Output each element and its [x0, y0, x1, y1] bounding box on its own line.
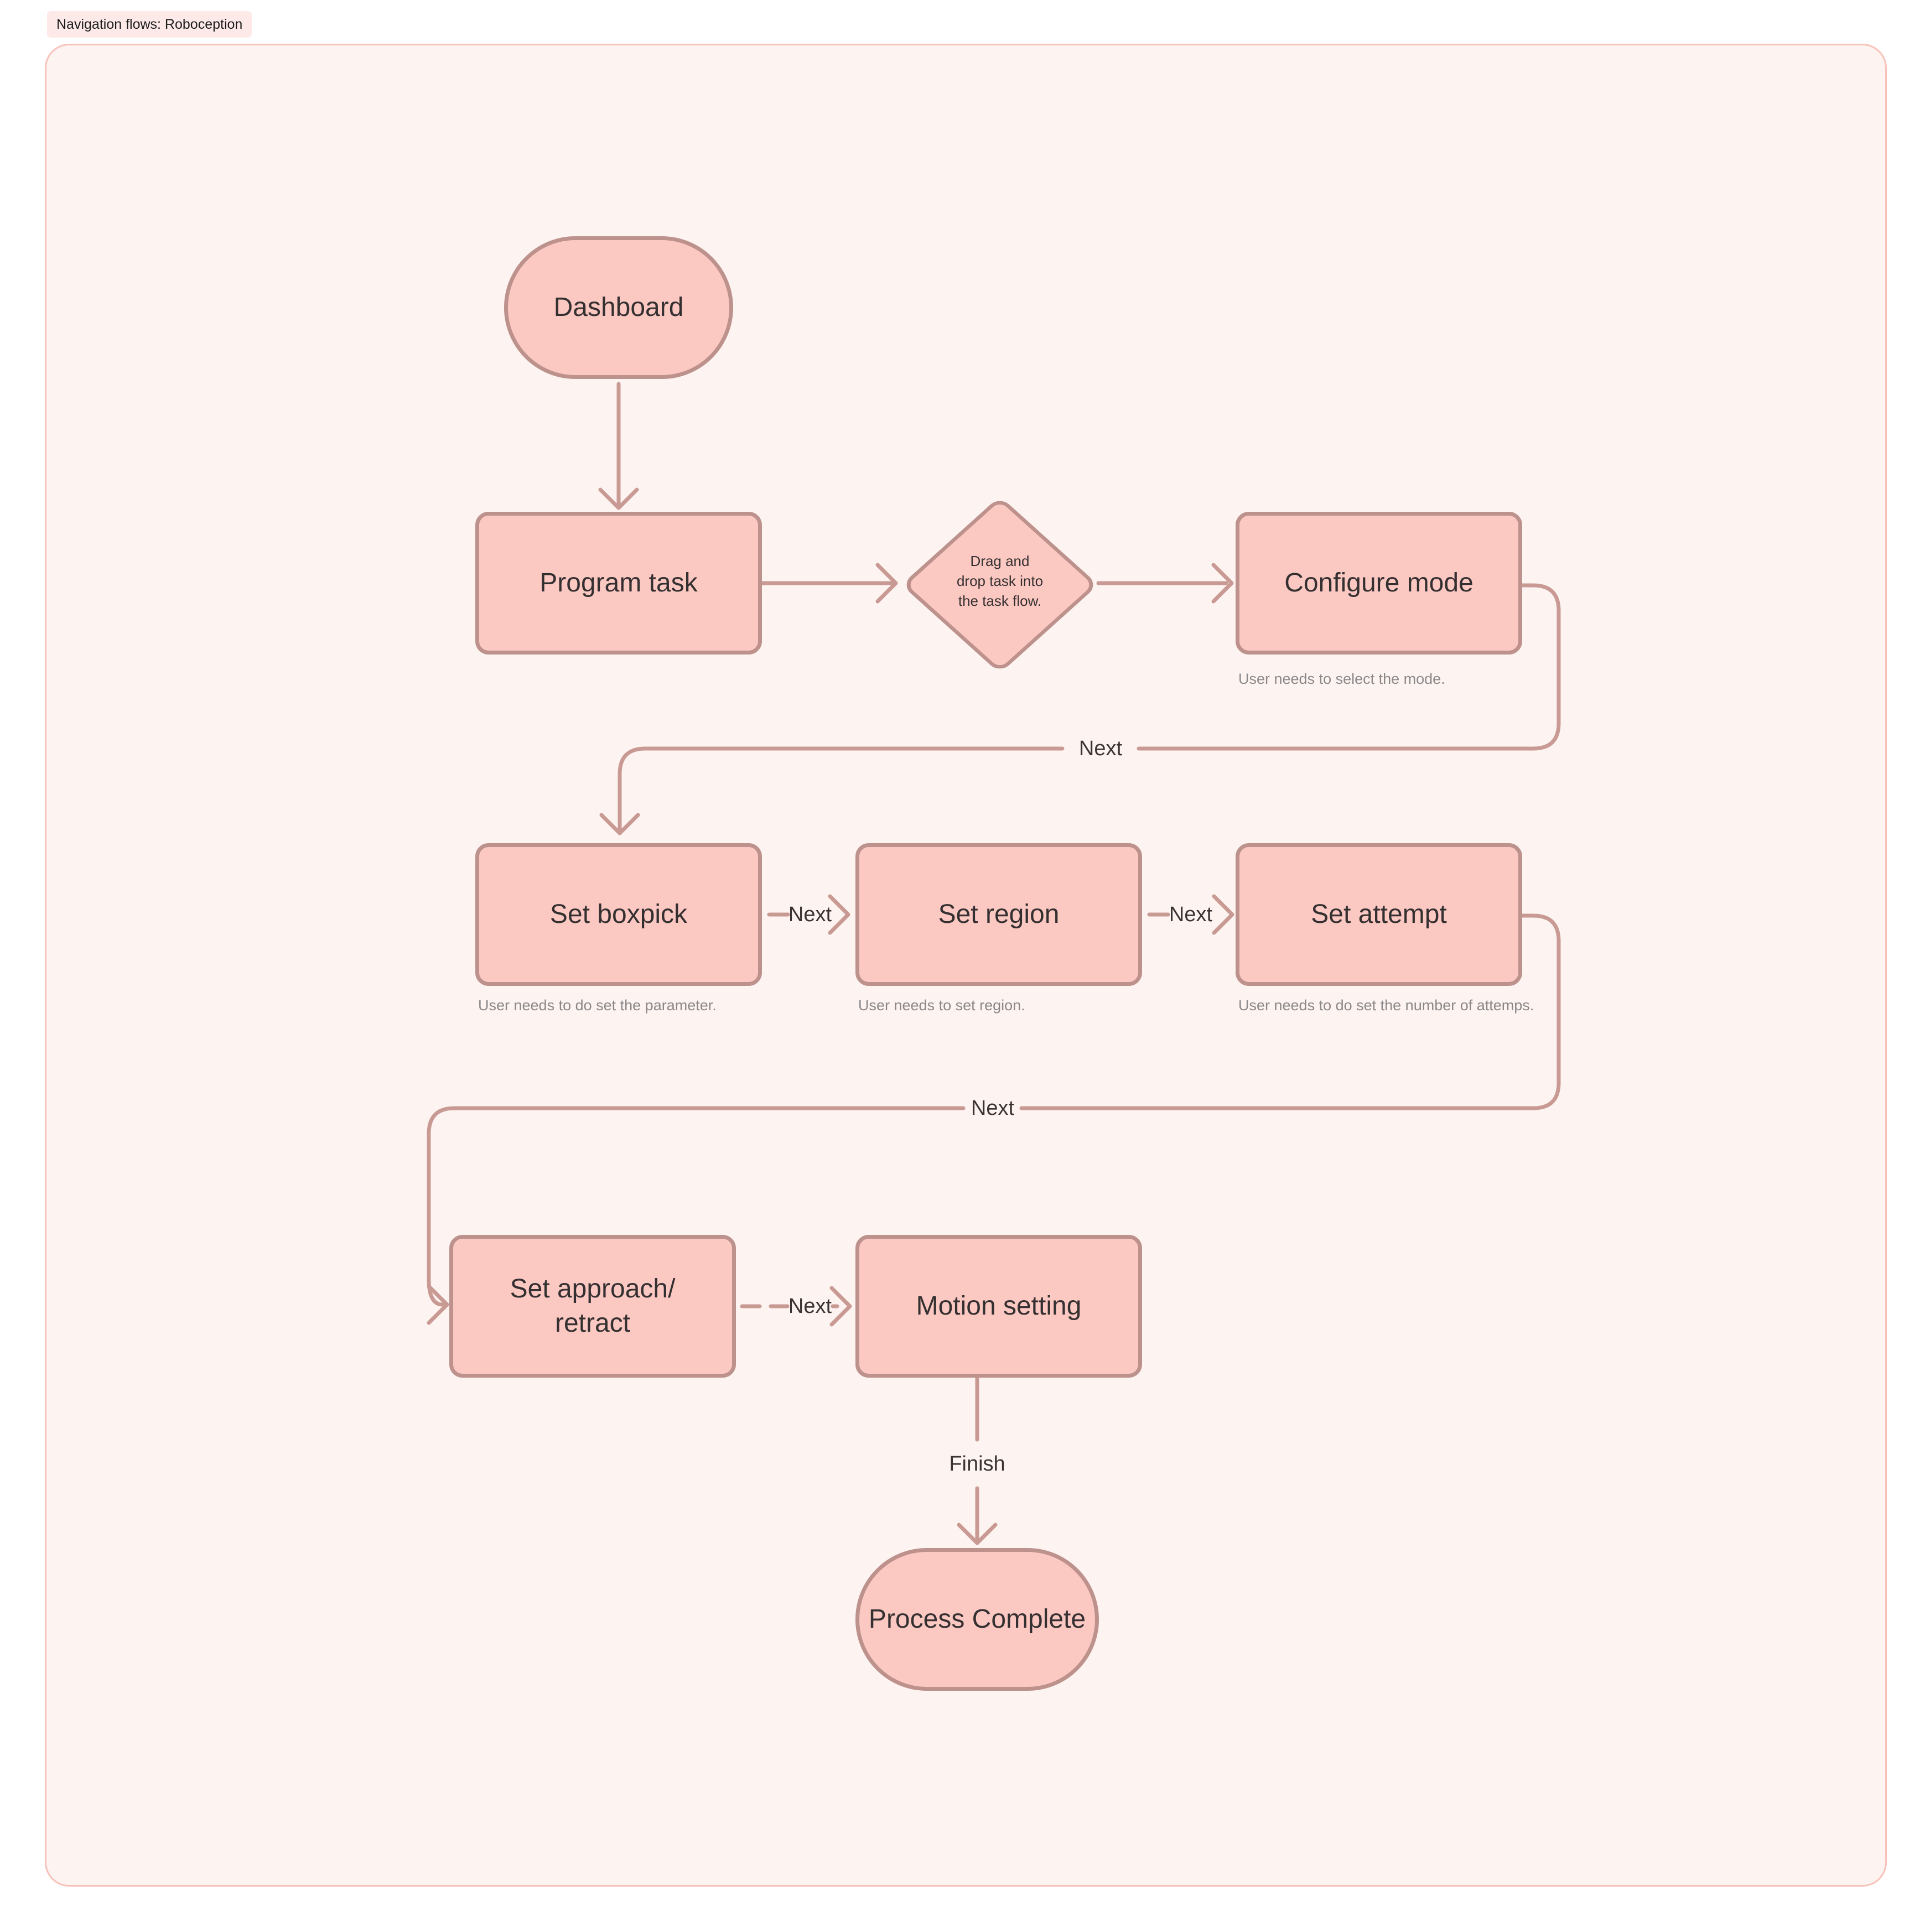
decision-line-3: the task flow. — [958, 592, 1042, 609]
edge-set-region-to-set-attempt[interactable] — [1147, 894, 1234, 935]
node-program-task-label: Program task — [539, 568, 698, 598]
node-motion-setting[interactable]: Motion setting — [855, 1235, 1142, 1378]
diagram-title-chip[interactable]: Navigation flows: Roboception — [47, 11, 252, 38]
edge-dashboard-to-program-task[interactable] — [598, 382, 639, 510]
decision-line-1: Drag and — [970, 553, 1030, 569]
edge-set-boxpick-to-set-region[interactable] — [767, 894, 850, 935]
edge-decision-to-configure-mode[interactable] — [1096, 563, 1234, 604]
node-dashboard-label: Dashboard — [553, 292, 684, 322]
decision-line-2: drop task into — [956, 572, 1044, 589]
edge-configure-mode-to-set-boxpick[interactable] — [599, 583, 1561, 835]
node-set-attempt[interactable]: Set attempt — [1236, 843, 1522, 986]
node-process-complete-label: Process Complete — [868, 1604, 1086, 1634]
edge-motion-setting-to-process-complete[interactable] — [957, 1375, 998, 1545]
node-set-region[interactable]: Set region — [855, 843, 1142, 986]
node-program-task[interactable]: Program task — [475, 512, 762, 655]
node-set-approach-retract[interactable]: Set approach/ retract — [449, 1235, 736, 1378]
node-set-attempt-label: Set attempt — [1311, 899, 1447, 929]
set-approach-line-2: retract — [554, 1308, 631, 1338]
edge-label-next-attempt-to-approach[interactable]: Next — [971, 1097, 1015, 1120]
node-set-approach-retract-label: Set approach/ retract — [510, 1272, 676, 1341]
set-approach-line-1: Set approach/ — [510, 1274, 676, 1303]
edge-program-task-to-decision[interactable] — [760, 563, 898, 604]
node-dashboard[interactable]: Dashboard — [504, 236, 733, 379]
edge-label-next-boxpick-to-region[interactable]: Next — [788, 903, 832, 926]
caption-configure-mode: User needs to select the mode. — [1238, 671, 1445, 687]
edge-label-next-region-to-attempt[interactable]: Next — [1169, 903, 1213, 926]
edge-set-approach-to-motion-setting[interactable] — [740, 1286, 852, 1327]
caption-set-region: User needs to set region. — [858, 997, 1025, 1014]
node-decision-label: Drag and drop task into the task flow. — [922, 552, 1077, 611]
node-set-region-label: Set region — [938, 899, 1060, 929]
node-process-complete[interactable]: Process Complete — [855, 1548, 1099, 1691]
edge-label-finish[interactable]: Finish — [949, 1452, 1005, 1476]
node-configure-mode[interactable]: Configure mode — [1236, 512, 1522, 655]
caption-set-boxpick: User needs to do set the parameter. — [478, 997, 717, 1014]
caption-set-attempt: User needs to do set the number of attem… — [1238, 997, 1534, 1014]
edge-label-next-configure-to-boxpick[interactable]: Next — [1078, 737, 1123, 760]
node-set-boxpick-label: Set boxpick — [549, 899, 688, 929]
edge-label-next-approach-to-motion[interactable]: Next — [788, 1295, 832, 1318]
node-set-boxpick[interactable]: Set boxpick — [475, 843, 762, 986]
node-configure-mode-label: Configure mode — [1284, 568, 1474, 598]
node-motion-setting-label: Motion setting — [916, 1291, 1082, 1321]
edge-set-attempt-to-set-approach[interactable] — [427, 913, 1561, 1325]
